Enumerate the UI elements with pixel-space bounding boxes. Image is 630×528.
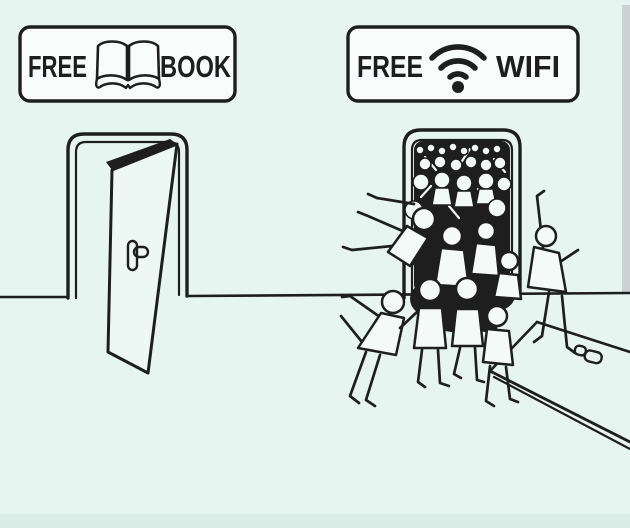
book-door-frame-outer bbox=[66, 132, 189, 300]
stick-figure-escaping-right bbox=[526, 189, 580, 355]
wifi-icon bbox=[429, 44, 487, 93]
stick-figure bbox=[481, 304, 520, 408]
bottom-edge-shade bbox=[0, 514, 630, 528]
stick-figure bbox=[433, 224, 474, 289]
wifi-door-frame-inner bbox=[410, 138, 514, 300]
free-wifi-sign: FREE WIFI bbox=[346, 25, 580, 103]
free-book-sign: FREE BOOK bbox=[18, 25, 237, 103]
book-door-top-edge bbox=[106, 139, 177, 170]
fallen-door-handle-icon bbox=[573, 344, 603, 365]
stick-figure bbox=[450, 276, 498, 384]
book-door bbox=[66, 132, 189, 375]
free-wifi-sign-free-label: FREE bbox=[357, 49, 423, 84]
free-wifi-sign-wifi-label: WIFI bbox=[496, 49, 560, 84]
free-book-sign-book-label: BOOK bbox=[160, 49, 231, 84]
book-door-frame-inner bbox=[74, 140, 181, 300]
crowd-front-figures bbox=[339, 276, 520, 408]
fallen-door bbox=[488, 320, 630, 451]
stick-figure bbox=[398, 277, 460, 389]
crowd-mid-figures bbox=[341, 192, 523, 301]
crowd-back-heads bbox=[404, 142, 512, 220]
book-door-handle-icon bbox=[126, 239, 150, 272]
wifi-door-frame-outer bbox=[402, 128, 522, 300]
floor-line bbox=[0, 291, 630, 299]
free-book-sign-free-label: FREE bbox=[28, 49, 87, 84]
right-edge-strip bbox=[622, 5, 630, 293]
stick-figure bbox=[339, 289, 406, 408]
open-book-icon bbox=[95, 40, 161, 90]
wifi-door bbox=[402, 128, 522, 300]
stick-figure bbox=[492, 250, 523, 301]
wifi-crowd bbox=[339, 141, 580, 408]
